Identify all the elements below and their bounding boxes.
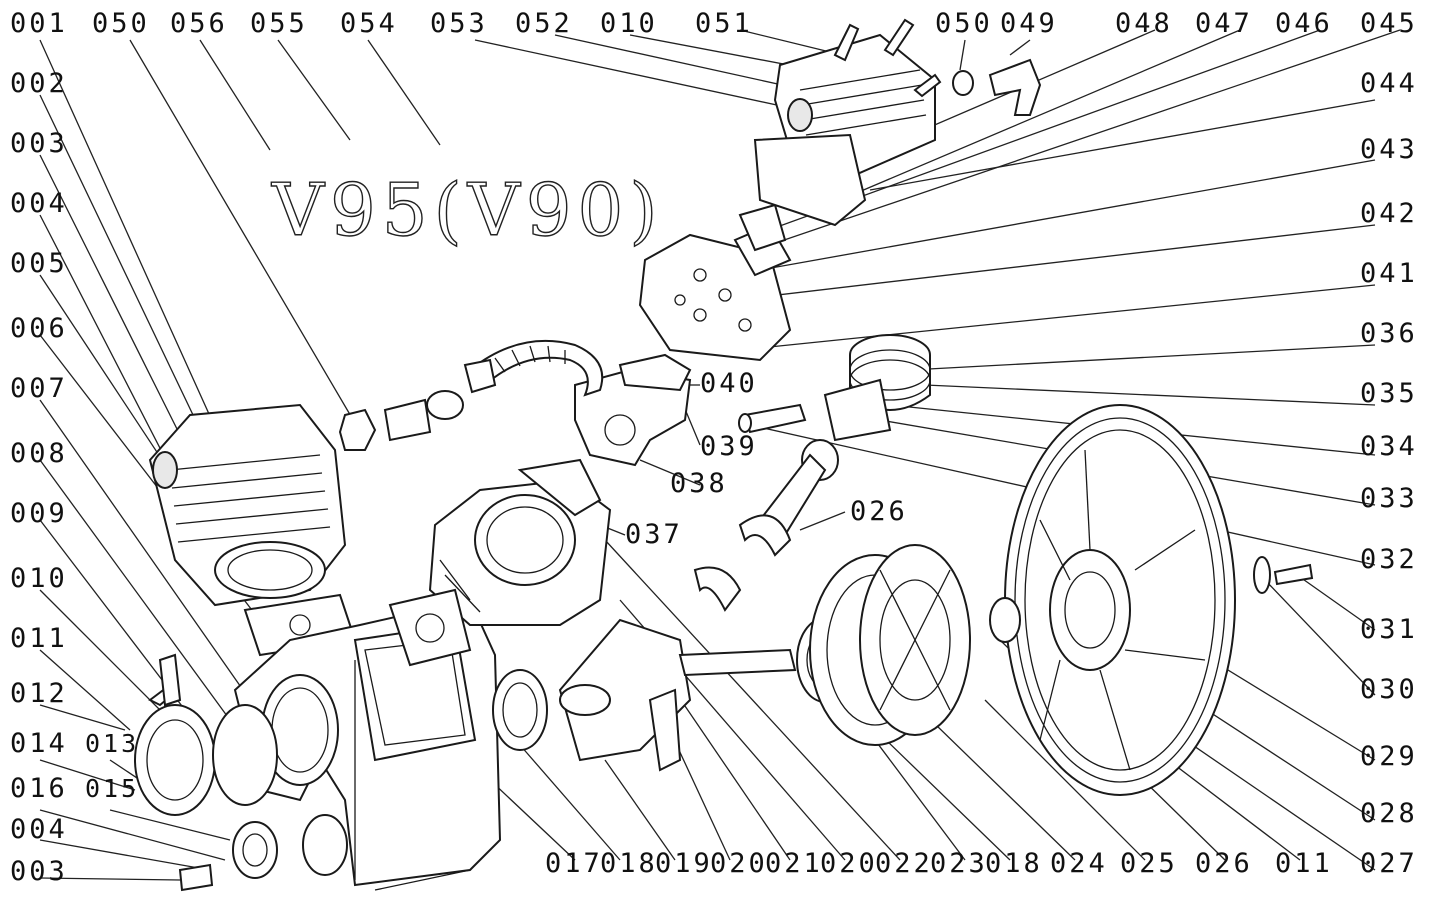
- part-label-053: 053: [430, 8, 488, 39]
- part-label-005: 005: [10, 248, 68, 279]
- part-label-046: 046: [1275, 8, 1333, 39]
- part-label-032: 032: [1360, 544, 1418, 575]
- part-label-001: 001: [10, 8, 68, 39]
- part-label-050: 050: [92, 8, 150, 39]
- piston-pin: [738, 403, 807, 434]
- valve-plate-assembly: [638, 203, 792, 362]
- part-label-029: 029: [1360, 741, 1418, 772]
- part-label-014: 014: [10, 728, 68, 759]
- part-label-021: 021: [765, 848, 823, 879]
- part-label-019: 019: [655, 848, 713, 879]
- part-label-011: 011: [10, 623, 68, 654]
- part-label-023: 023: [930, 848, 988, 879]
- part-label-044: 044: [1360, 68, 1418, 99]
- part-label-036: 036: [1360, 318, 1418, 349]
- part-label-030: 030: [1360, 674, 1418, 705]
- part-label-004: 004: [10, 814, 68, 845]
- bearing-left: [492, 669, 548, 751]
- part-label-026: 026: [850, 496, 908, 527]
- intake-flange: [574, 353, 692, 467]
- part-label-006: 006: [10, 313, 68, 344]
- part-label-031: 031: [1360, 614, 1418, 645]
- part-label-038: 038: [670, 468, 728, 499]
- part-label-026: 026: [1195, 848, 1253, 879]
- part-label-020: 020: [820, 848, 878, 879]
- corrugated-tube: [463, 339, 604, 397]
- part-label-025: 025: [1120, 848, 1178, 879]
- crankcase: [233, 598, 502, 891]
- part-label-004: 004: [10, 188, 68, 219]
- left-labels: 002 003 004 005 006 007 008 009 010 011 012 014 013 0…: [10, 68, 139, 887]
- head-bolts: [833, 18, 942, 98]
- part-label-020: 020: [710, 848, 768, 879]
- part-label-002: 002: [10, 68, 68, 99]
- part-label-035: 035: [1360, 378, 1418, 409]
- part-label-003: 003: [10, 128, 68, 159]
- elbow-fitting-top: [952, 58, 1042, 116]
- part-label-008: 008: [10, 438, 68, 469]
- part-label-028: 028: [1360, 798, 1418, 829]
- part-label-024: 024: [1050, 848, 1108, 879]
- part-label-009: 009: [10, 498, 68, 529]
- right-labels: 044 043 042 041 036 035 034 033 032 031 030 029 028 0…: [1360, 68, 1418, 879]
- part-label-047: 047: [1195, 8, 1253, 39]
- part-label-013: 013: [85, 729, 139, 758]
- bearing-housing-flange: [809, 544, 971, 746]
- part-label-051: 051: [695, 8, 753, 39]
- crankshaft: [558, 618, 797, 772]
- part-label-039: 039: [700, 431, 758, 462]
- part-label-016: 016: [10, 773, 68, 804]
- part-label-012: 012: [10, 678, 68, 709]
- cylinder-head-right: [753, 33, 936, 227]
- part-label-056: 056: [170, 8, 228, 39]
- part-label-055: 055: [250, 8, 308, 39]
- flywheel-key-and-washer: [989, 556, 1314, 643]
- diagram-title: V95(V90): [271, 168, 663, 252]
- part-label-011: 011: [1275, 848, 1333, 879]
- part-label-048: 048: [1115, 8, 1173, 39]
- part-label-010: 010: [600, 8, 658, 39]
- part-label-003: 003: [10, 856, 68, 887]
- side-cover-assembly: [134, 653, 278, 816]
- part-label-007: 007: [10, 373, 68, 404]
- part-label-041: 041: [1360, 258, 1418, 289]
- connecting-rod: [693, 439, 839, 612]
- part-label-052: 052: [515, 8, 573, 39]
- oil-sight-glass: [178, 814, 348, 892]
- part-label-050: 050: [935, 8, 993, 39]
- part-label-027: 027: [1360, 848, 1418, 879]
- part-label-018: 018: [600, 848, 658, 879]
- right-cylinder: [428, 458, 612, 626]
- left-cylinder: [148, 403, 347, 607]
- part-label-018: 018: [985, 848, 1043, 879]
- part-label-015: 015: [85, 774, 139, 803]
- part-label-034: 034: [1360, 431, 1418, 462]
- piston: [823, 334, 931, 442]
- part-label-043: 043: [1360, 134, 1418, 165]
- part-label-042: 042: [1360, 198, 1418, 229]
- part-label-040: 040: [700, 368, 758, 399]
- part-label-049: 049: [1000, 8, 1058, 39]
- part-label-033: 033: [1360, 483, 1418, 514]
- part-label-010: 010: [10, 563, 68, 594]
- part-label-054: 054: [340, 8, 398, 39]
- part-label-022: 022: [875, 848, 933, 879]
- part-label-017: 017: [545, 848, 603, 879]
- nut-and-fitting: [338, 390, 464, 451]
- part-label-037: 037: [625, 519, 683, 550]
- flywheel: [1004, 404, 1236, 796]
- inner-labels: 040 039 038 037 026: [625, 368, 908, 550]
- right-gasket: [388, 588, 472, 667]
- part-label-045: 045: [1360, 8, 1418, 39]
